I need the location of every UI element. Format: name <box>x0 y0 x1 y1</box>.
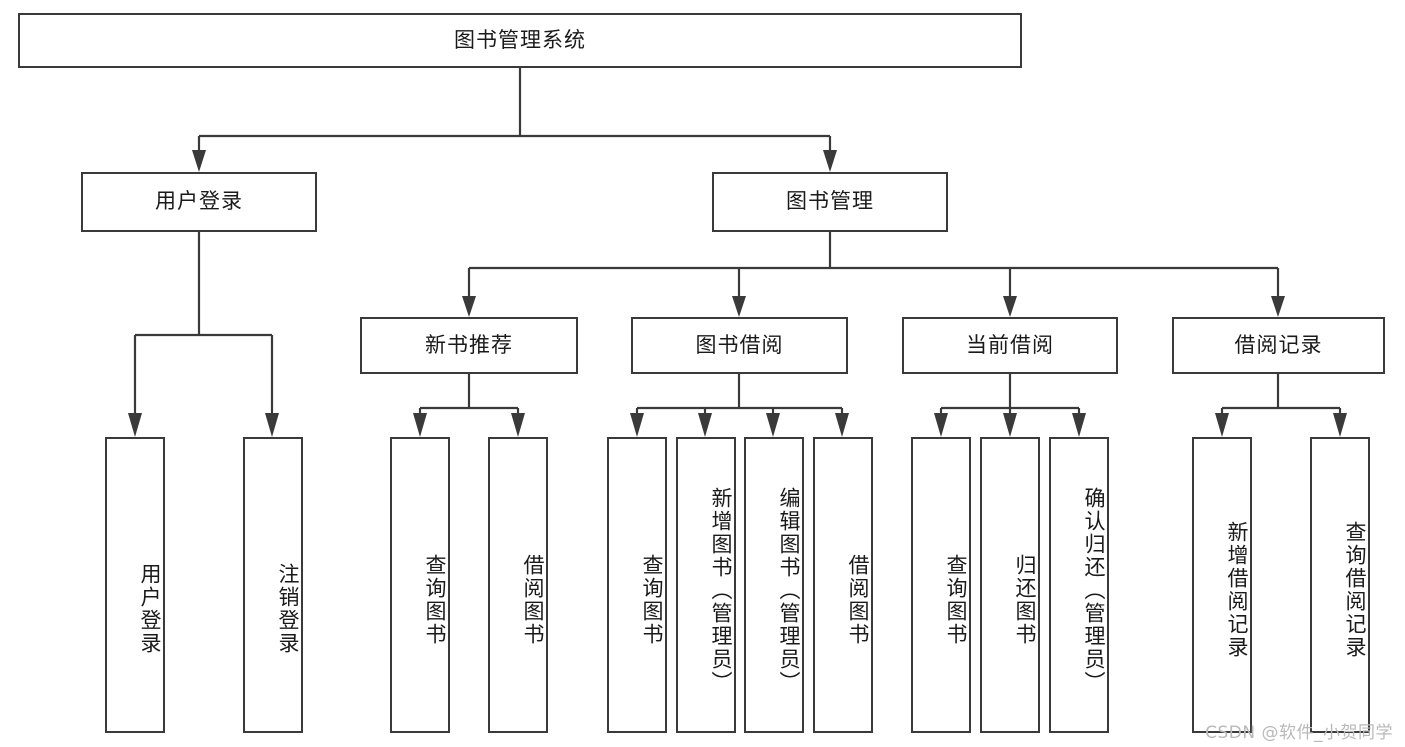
arrowhead-borrowrecord-leaf-2 <box>1333 413 1347 437</box>
node-current-borrow[interactable]: 当前借阅 <box>902 317 1118 374</box>
arrowhead-book-borrow <box>732 296 746 317</box>
arrowhead-book-mgmt <box>823 150 837 172</box>
leaf-bookborrow-query-book[interactable]: 查询图书 <box>607 437 667 733</box>
leaf-currentborrow-confirm-return-admin[interactable]: 确认归还（管理员） <box>1049 437 1109 733</box>
leaf-logout[interactable]: 注销登录 <box>243 437 303 733</box>
node-new-book-recommend[interactable]: 新书推荐 <box>360 317 578 374</box>
arrowhead-bookborrow-leaf-4 <box>835 413 849 437</box>
arrowhead-currentborrow-leaf-1 <box>934 413 948 437</box>
leaf-bookborrow-edit-book-admin[interactable]: 编辑图书（管理员） <box>744 437 804 733</box>
leaf-newbook-borrow-book[interactable]: 借阅图书 <box>488 437 548 733</box>
leaf-borrowrecord-add-record[interactable]: 新增借阅记录 <box>1192 437 1252 733</box>
arrowhead-newbook-leaf-1 <box>413 413 427 437</box>
arrowhead-borrow-record <box>1271 296 1285 317</box>
leaf-user-login[interactable]: 用户登录 <box>105 437 165 733</box>
leaf-bookborrow-add-book-admin[interactable]: 新增图书（管理员） <box>676 437 736 733</box>
csdn-watermark: CSDN @软件_小贺同学 <box>1205 723 1393 743</box>
node-borrow-record[interactable]: 借阅记录 <box>1172 317 1385 374</box>
arrowhead-currentborrow-leaf-3 <box>1072 413 1086 437</box>
arrowhead-borrowrecord-leaf-1 <box>1215 413 1229 437</box>
leaf-borrowrecord-query-record[interactable]: 查询借阅记录 <box>1310 437 1370 733</box>
node-user-login[interactable]: 用户登录 <box>81 172 317 232</box>
leaf-bookborrow-borrow-book[interactable]: 借阅图书 <box>813 437 873 733</box>
leaf-currentborrow-return-book[interactable]: 归还图书 <box>980 437 1040 733</box>
arrowhead-current-borrow <box>1003 296 1017 317</box>
arrowhead-newbook-leaf-2 <box>511 413 525 437</box>
leaf-currentborrow-query-book[interactable]: 查询图书 <box>911 437 971 733</box>
arrowhead-user-login-leaf <box>128 413 142 437</box>
arrowhead-currentborrow-leaf-2 <box>1003 413 1017 437</box>
node-root-library-system[interactable]: 图书管理系统 <box>18 13 1022 68</box>
leaf-newbook-query-book[interactable]: 查询图书 <box>390 437 450 733</box>
arrowhead-bookborrow-leaf-3 <box>766 413 780 437</box>
arrowhead-logout-leaf <box>265 413 279 437</box>
arrowhead-bookborrow-leaf-2 <box>698 413 712 437</box>
arrowhead-new-book <box>462 296 476 317</box>
arrowhead-user-login <box>192 150 206 172</box>
arrowhead-bookborrow-leaf-1 <box>630 413 644 437</box>
node-book-management[interactable]: 图书管理 <box>712 172 948 232</box>
node-book-borrow[interactable]: 图书借阅 <box>631 317 848 374</box>
